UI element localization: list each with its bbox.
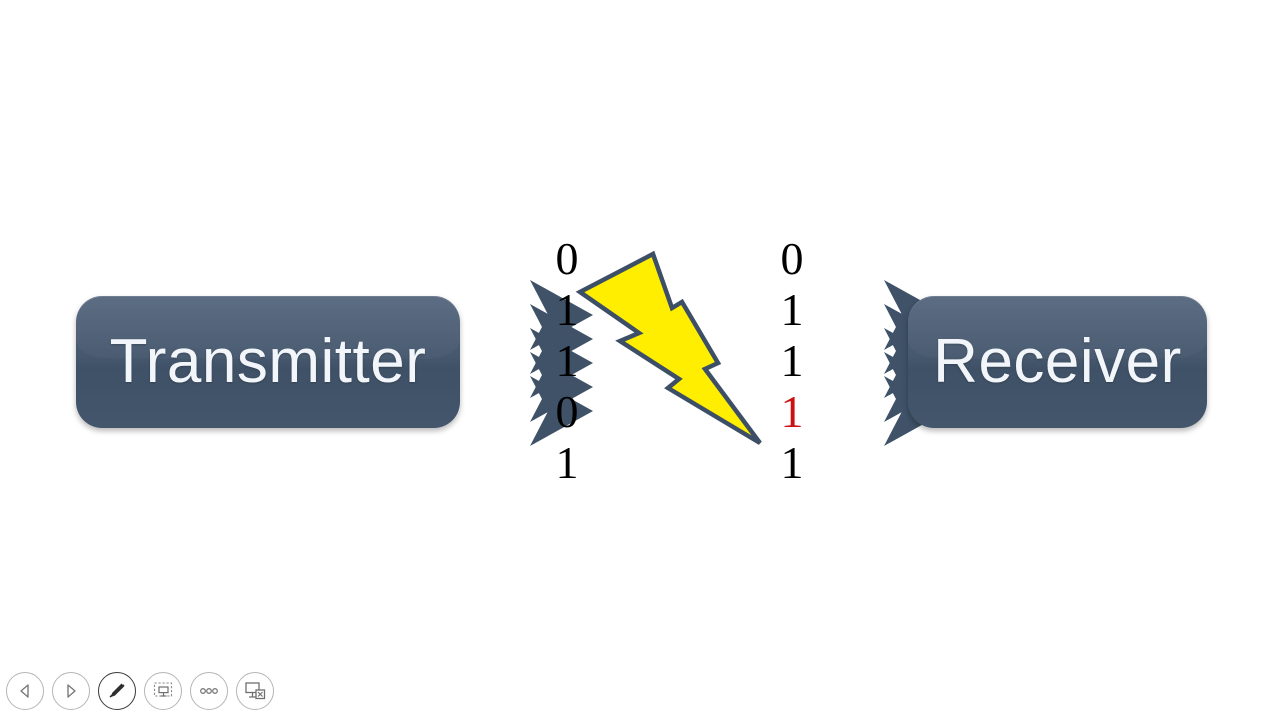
received-bit: 0 — [780, 233, 804, 284]
slide-zoom-icon — [153, 682, 173, 697]
end-show-button[interactable] — [236, 672, 274, 710]
lightning-bolt-icon — [575, 250, 762, 445]
previous-slide-button[interactable] — [6, 672, 44, 710]
transmitted-bit-stream: 0 1 1 0 1 — [550, 233, 584, 488]
lightning-bolt-shape — [575, 250, 762, 445]
triangle-left-icon — [20, 684, 29, 698]
transmitter-output-arrows — [458, 280, 593, 446]
received-bit: 1 — [780, 284, 804, 335]
receiver-input-arrows — [806, 280, 947, 446]
pen-tool-button[interactable] — [98, 672, 136, 710]
received-bit-stream: 0 1 1 1 1 — [775, 233, 809, 488]
next-slide-button[interactable] — [52, 672, 90, 710]
transmitted-bit: 0 — [555, 386, 579, 437]
transmitted-bit: 0 — [555, 233, 579, 284]
end-show-icon — [245, 682, 266, 700]
ellipsis-icon — [200, 688, 218, 694]
slide-zoom-button[interactable] — [144, 672, 182, 710]
transmitter-box[interactable]: Transmitter — [76, 296, 460, 428]
received-bit: 1 — [780, 437, 804, 488]
receiver-box[interactable]: Receiver — [908, 296, 1207, 428]
receiver-label: Receiver — [933, 327, 1182, 396]
transmitted-bit: 1 — [555, 437, 579, 488]
presentation-toolbar — [6, 668, 274, 714]
transmitter-label: Transmitter — [109, 327, 427, 396]
received-bit: 1 — [780, 335, 804, 386]
transmitted-bit: 1 — [555, 335, 579, 386]
transmitted-bit: 1 — [555, 284, 579, 335]
more-options-button[interactable] — [190, 672, 228, 710]
received-bit-error: 1 — [780, 386, 804, 437]
pen-icon — [109, 683, 125, 698]
triangle-right-icon — [67, 684, 76, 698]
